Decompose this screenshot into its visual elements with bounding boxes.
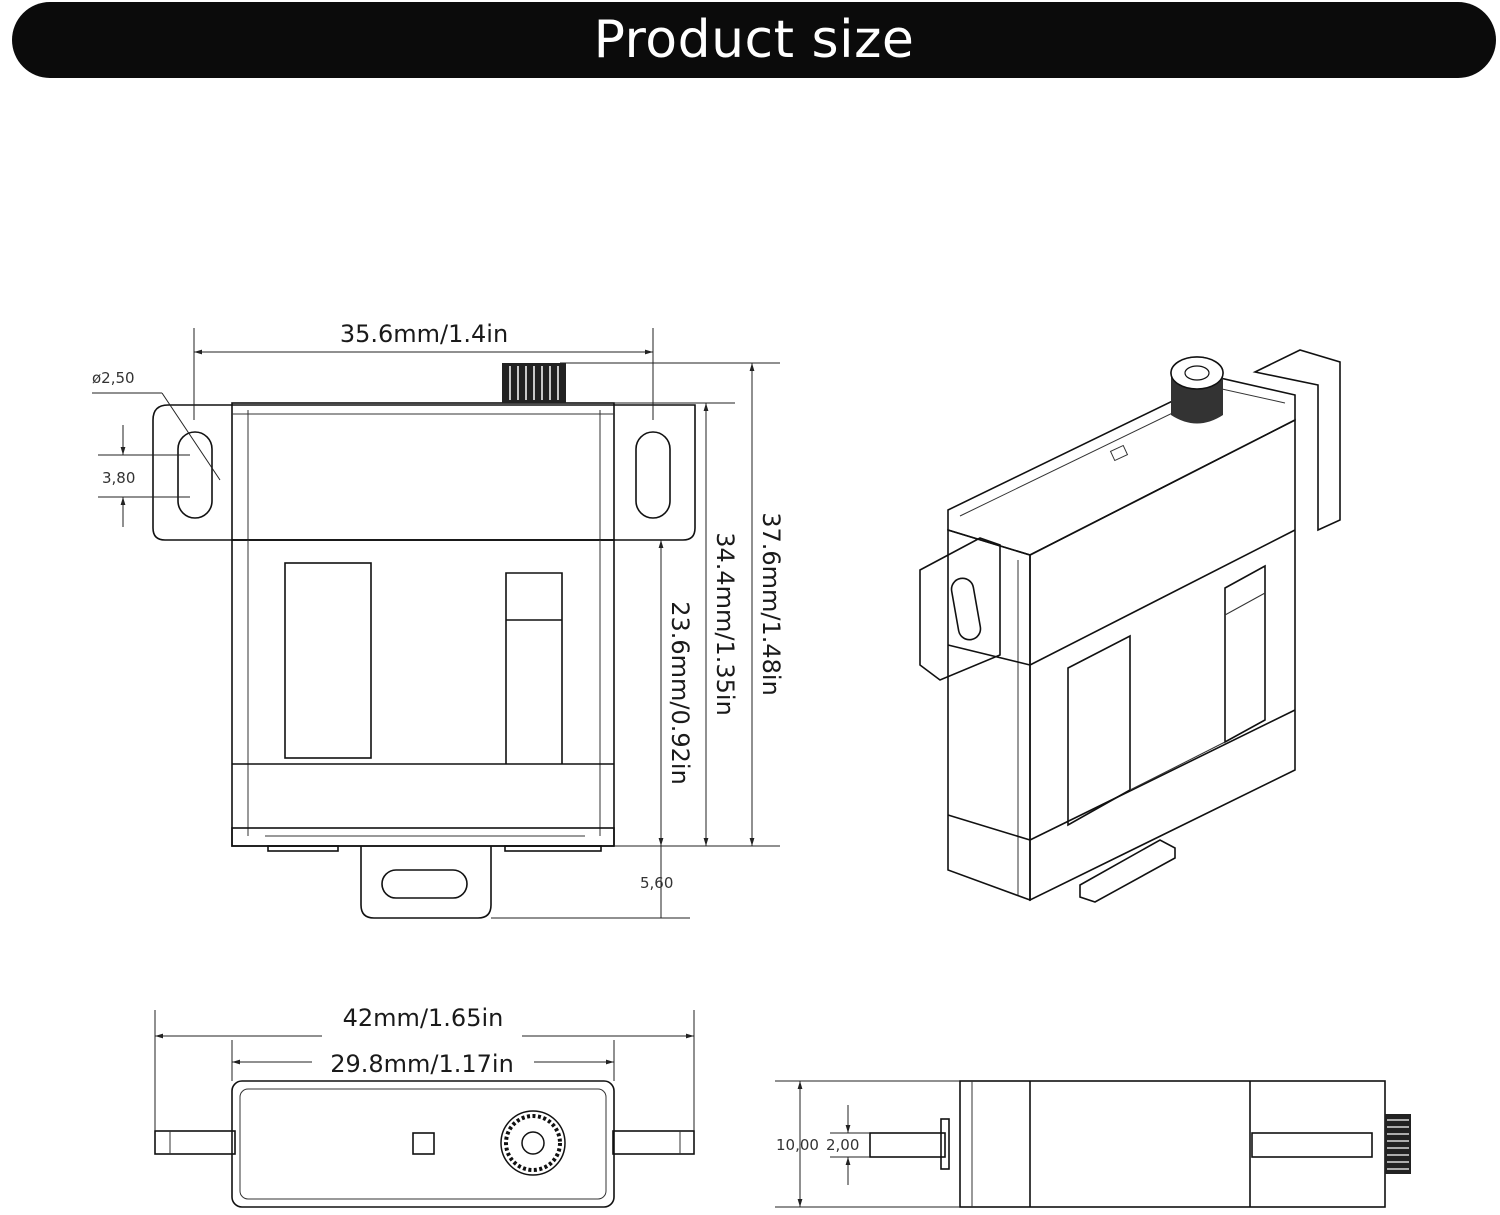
page-title: Product size xyxy=(593,10,915,70)
top-tab-right xyxy=(612,1130,695,1155)
iso-bottom-tab xyxy=(1079,839,1176,903)
dim-width-body: 29.8mm/1.17in xyxy=(231,1040,615,1081)
iso-flange-front xyxy=(919,537,1001,681)
front-window-left xyxy=(284,562,372,759)
dim-height-body: 34.4mm/1.35in xyxy=(614,402,739,846)
iso-window-right xyxy=(1224,564,1266,744)
front-bottom-tab-hole xyxy=(381,869,468,899)
side-body xyxy=(959,1080,1386,1208)
dim-tab-height: 5,60 xyxy=(491,846,690,919)
iso-window-left xyxy=(1067,634,1131,827)
front-flange-hole-right xyxy=(635,431,671,519)
title-banner: Product size xyxy=(12,2,1496,78)
front-body xyxy=(231,539,615,847)
top-body-outer xyxy=(231,1080,615,1208)
label-side-thick: 10,00 xyxy=(776,1136,819,1154)
label-tab-height: 5,60 xyxy=(640,874,673,892)
label-width-body: 29.8mm/1.17in xyxy=(330,1050,514,1078)
front-flange-hole-left xyxy=(177,431,213,519)
side-view xyxy=(869,1080,1411,1208)
label-height-total: 37.6mm/1.48in xyxy=(757,512,785,696)
dim-side: 10,00 2,00 xyxy=(775,1080,960,1208)
top-view xyxy=(154,1080,695,1208)
isometric-view xyxy=(919,349,1341,903)
front-bottom-tab xyxy=(360,846,492,919)
iso-flange-back xyxy=(1252,349,1341,532)
label-hole-dia: ø2,50 xyxy=(92,369,135,387)
front-window-right xyxy=(505,572,563,764)
front-view xyxy=(152,363,696,919)
side-output-gear xyxy=(1385,1114,1411,1174)
dim-width-overall: 42mm/1.65in xyxy=(154,1004,695,1131)
label-width-overall: 42mm/1.65in xyxy=(343,1004,504,1032)
label-height-lower: 23.6mm/0.92in xyxy=(666,601,694,785)
dim-height-lower: 23.6mm/0.92in xyxy=(658,540,694,846)
dim-hole: ø2,50 3,80 xyxy=(92,369,221,527)
dim-width-top: 35.6mm/1.4in xyxy=(193,320,654,420)
iso-top-face xyxy=(947,377,1296,556)
iso-output-gear xyxy=(1170,356,1224,390)
top-square-mark xyxy=(412,1132,435,1155)
front-flange xyxy=(152,404,696,541)
label-side-tab: 2,00 xyxy=(826,1136,859,1154)
front-top-cap xyxy=(231,402,615,541)
label-width-top: 35.6mm/1.4in xyxy=(340,320,508,348)
label-height-body: 34.4mm/1.35in xyxy=(711,532,739,716)
dim-height-total: 37.6mm/1.48in xyxy=(560,362,785,847)
label-hole-len: 3,80 xyxy=(102,469,135,487)
side-tab xyxy=(869,1132,946,1158)
iso-body-right xyxy=(1029,418,1296,902)
top-tab-left xyxy=(154,1130,236,1155)
